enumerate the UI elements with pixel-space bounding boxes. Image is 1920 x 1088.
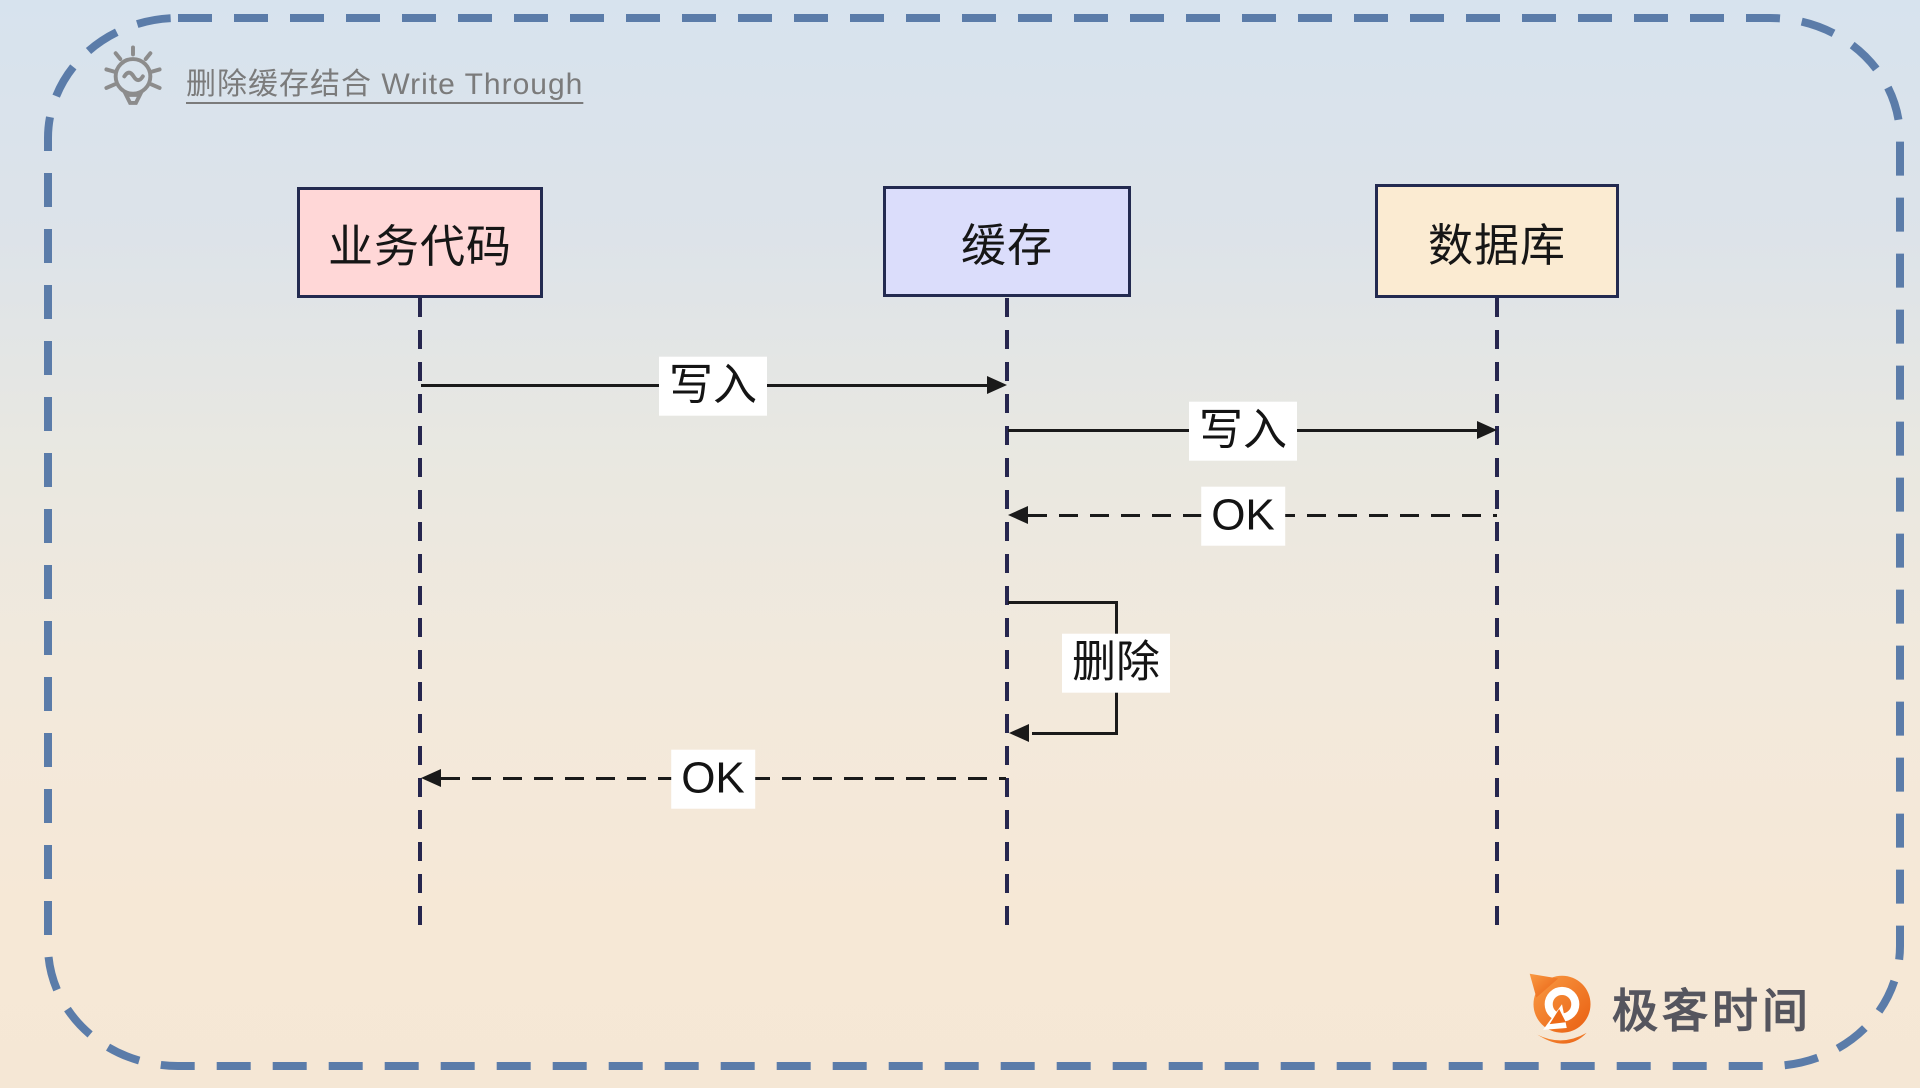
message-label: 写入 — [1189, 401, 1297, 461]
geektime-logo-icon — [1529, 973, 1591, 1044]
message-label: 删除 — [1062, 633, 1170, 693]
actor-label: 缓存 — [960, 220, 1053, 271]
actor-database: 数据库 — [1375, 184, 1619, 298]
lifeline-business-code — [418, 298, 422, 932]
message-label: 写入 — [659, 356, 767, 416]
loop-bottom-line — [1032, 732, 1118, 735]
lifeline-database — [1495, 298, 1499, 932]
lifeline-cache — [1005, 298, 1009, 932]
arrowhead-left-icon — [421, 769, 441, 787]
message-label: OK — [1201, 486, 1285, 546]
arrowhead-right-icon — [987, 376, 1007, 394]
diagram-header: 删除缓存结合 Write Through — [96, 44, 583, 118]
geektime-logo-text: 极客时间 — [1612, 985, 1812, 1037]
arrowhead-right-icon — [1477, 421, 1497, 439]
actor-business-code: 业务代码 — [297, 187, 543, 298]
diagram-title: 删除缓存结合 Write Through — [186, 68, 584, 101]
geektime-logo: 极客时间 — [1524, 970, 1812, 1046]
actor-label: 数据库 — [1427, 219, 1566, 271]
lightbulb-icon — [104, 45, 162, 105]
actor-cache: 缓存 — [883, 186, 1131, 297]
loop-top-line — [1008, 601, 1118, 604]
actor-label: 业务代码 — [327, 221, 512, 272]
message-label: OK — [671, 749, 755, 809]
arrowhead-left-icon — [1009, 724, 1029, 742]
arrowhead-left-icon — [1008, 506, 1028, 524]
